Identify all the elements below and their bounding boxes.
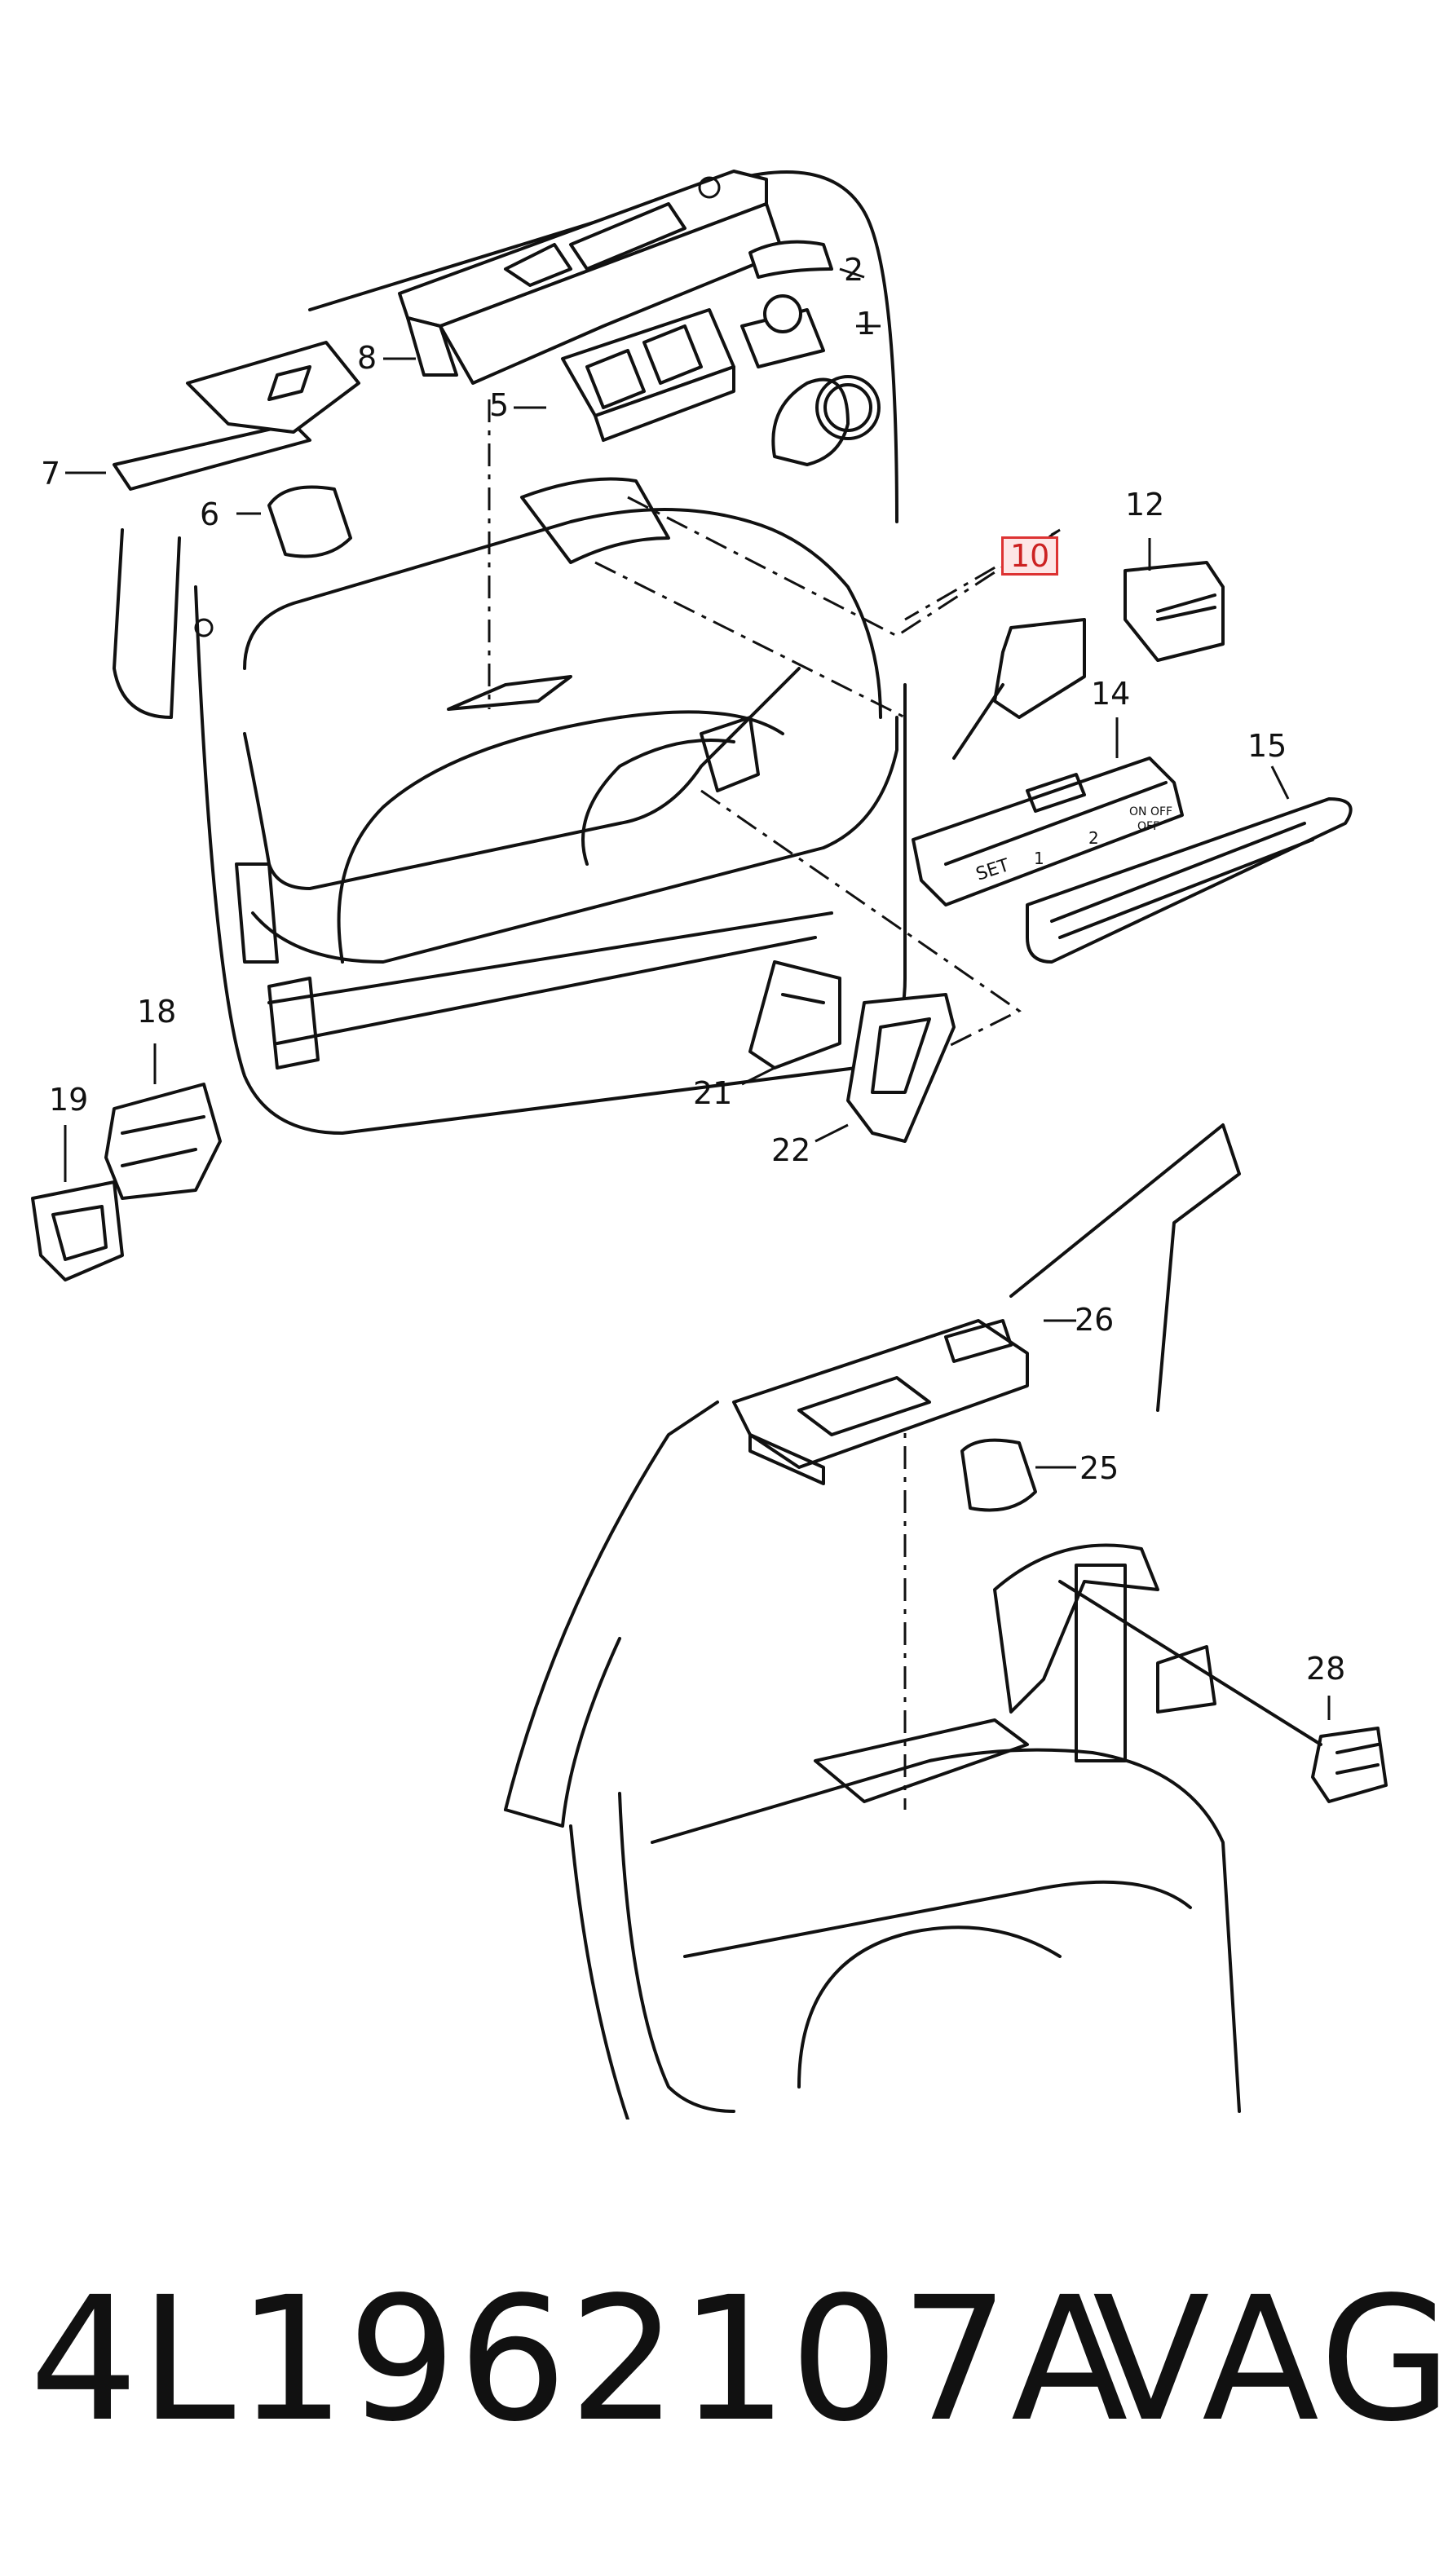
front-door-panel <box>113 170 907 1135</box>
switch-25 <box>960 1438 1037 1512</box>
switch-28 <box>1058 1580 1388 1803</box>
label-18: 18 <box>137 994 177 1030</box>
label-1: 1 <box>856 306 876 342</box>
label-2: 2 <box>844 252 864 288</box>
trim-bezel-15 <box>1026 797 1353 964</box>
bezel-19 <box>31 1180 124 1281</box>
clip-2 <box>748 240 833 279</box>
trim-strip-7 <box>113 341 360 491</box>
memory-switch-panel-14: SET 1 2 ON OFF OFF <box>912 756 1184 906</box>
label-on-off: ON OFF <box>1129 805 1172 818</box>
switch-18 <box>104 1083 222 1200</box>
window-switch-block-5 <box>561 308 735 442</box>
switch-6 <box>267 485 352 558</box>
door-switch-exploded-view: SET 1 2 ON OFF OFF <box>31 170 1388 2121</box>
rear-armrest-26 <box>732 1319 1029 1485</box>
label-7: 7 <box>41 456 61 492</box>
switch-22 <box>846 993 956 1143</box>
label-25: 25 <box>1079 1450 1119 1486</box>
label-two: 2 <box>1088 828 1099 848</box>
rear-door-panel <box>504 1123 1241 2121</box>
label-10: 10 <box>1001 536 1059 576</box>
label-one: 1 <box>1034 849 1044 868</box>
label-8: 8 <box>357 340 377 376</box>
mirror-switch-1 <box>740 294 825 368</box>
label-22: 22 <box>771 1132 811 1168</box>
label-12: 12 <box>1125 487 1165 523</box>
label-15: 15 <box>1247 728 1287 764</box>
part-number: 4L1962107A <box>29 2260 1130 2459</box>
label-14: 14 <box>1091 676 1131 712</box>
label-19: 19 <box>49 1082 89 1118</box>
label-leaders <box>64 267 1331 1720</box>
switch-10 <box>952 618 1086 760</box>
label-5: 5 <box>489 387 510 423</box>
label-off: OFF <box>1137 820 1159 833</box>
label-6: 6 <box>200 496 220 532</box>
brand-name: VAG <box>1093 2260 1448 2459</box>
parts-diagram: SET 1 2 ON OFF OFF <box>31 170 1388 2121</box>
armrest-trim-8 <box>398 170 784 385</box>
label-28: 28 <box>1306 1651 1346 1687</box>
switch-12 <box>1124 561 1225 662</box>
switch-21 <box>748 960 841 1070</box>
label-26: 26 <box>1075 1302 1115 1338</box>
label-21: 21 <box>693 1075 733 1111</box>
